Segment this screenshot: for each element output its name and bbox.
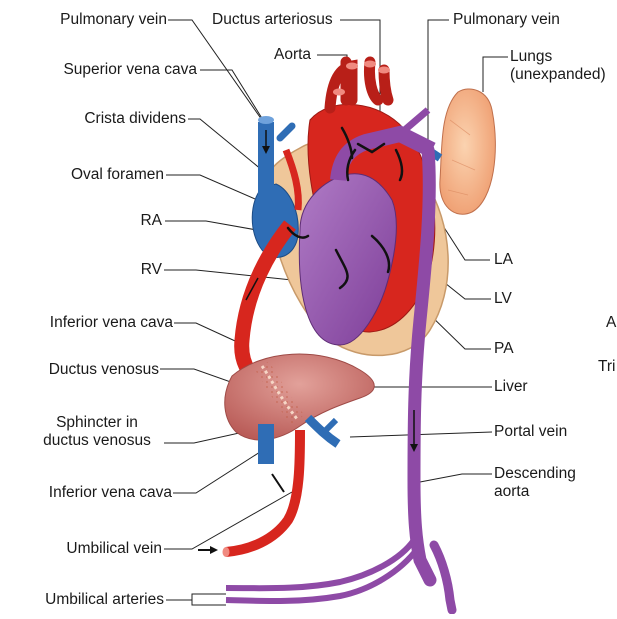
label-oval-foramen: Oval foramen <box>71 166 164 184</box>
label-superior-vena-cava: Superior vena cava <box>63 61 197 79</box>
label-cut-tri: Tri <box>598 358 616 376</box>
label-liver: Liver <box>494 378 528 396</box>
label-sphincter: Sphincter in ductus venosus <box>35 414 159 450</box>
label-la: LA <box>494 251 513 269</box>
label-aorta: Aorta <box>274 46 311 64</box>
label-lungs: Lungs (unexpanded) <box>510 48 606 84</box>
label-descending-aorta: Descending aorta <box>494 465 576 501</box>
label-pulmonary-vein-left: Pulmonary vein <box>60 11 167 29</box>
liver <box>225 354 375 440</box>
label-umbilical-vein: Umbilical vein <box>66 540 162 558</box>
label-pa: PA <box>494 340 514 358</box>
label-portal-vein: Portal vein <box>494 423 567 441</box>
label-pulmonary-vein-right: Pulmonary vein <box>453 11 560 29</box>
label-inferior-vena-cava-top: Inferior vena cava <box>50 314 173 332</box>
label-cut-a: A <box>606 314 616 332</box>
lungs <box>440 89 496 214</box>
label-inferior-vena-cava-bottom: Inferior vena cava <box>49 484 172 502</box>
label-ductus-arteriosus: Ductus arteriosus <box>212 11 333 29</box>
label-crista-dividens: Crista dividens <box>84 110 186 128</box>
label-rv: RV <box>141 261 162 279</box>
label-lv: LV <box>494 290 512 308</box>
label-umbilical-arteries: Umbilical arteries <box>45 591 164 609</box>
label-ductus-venosus: Ductus venosus <box>49 361 159 379</box>
label-ra: RA <box>140 212 162 230</box>
